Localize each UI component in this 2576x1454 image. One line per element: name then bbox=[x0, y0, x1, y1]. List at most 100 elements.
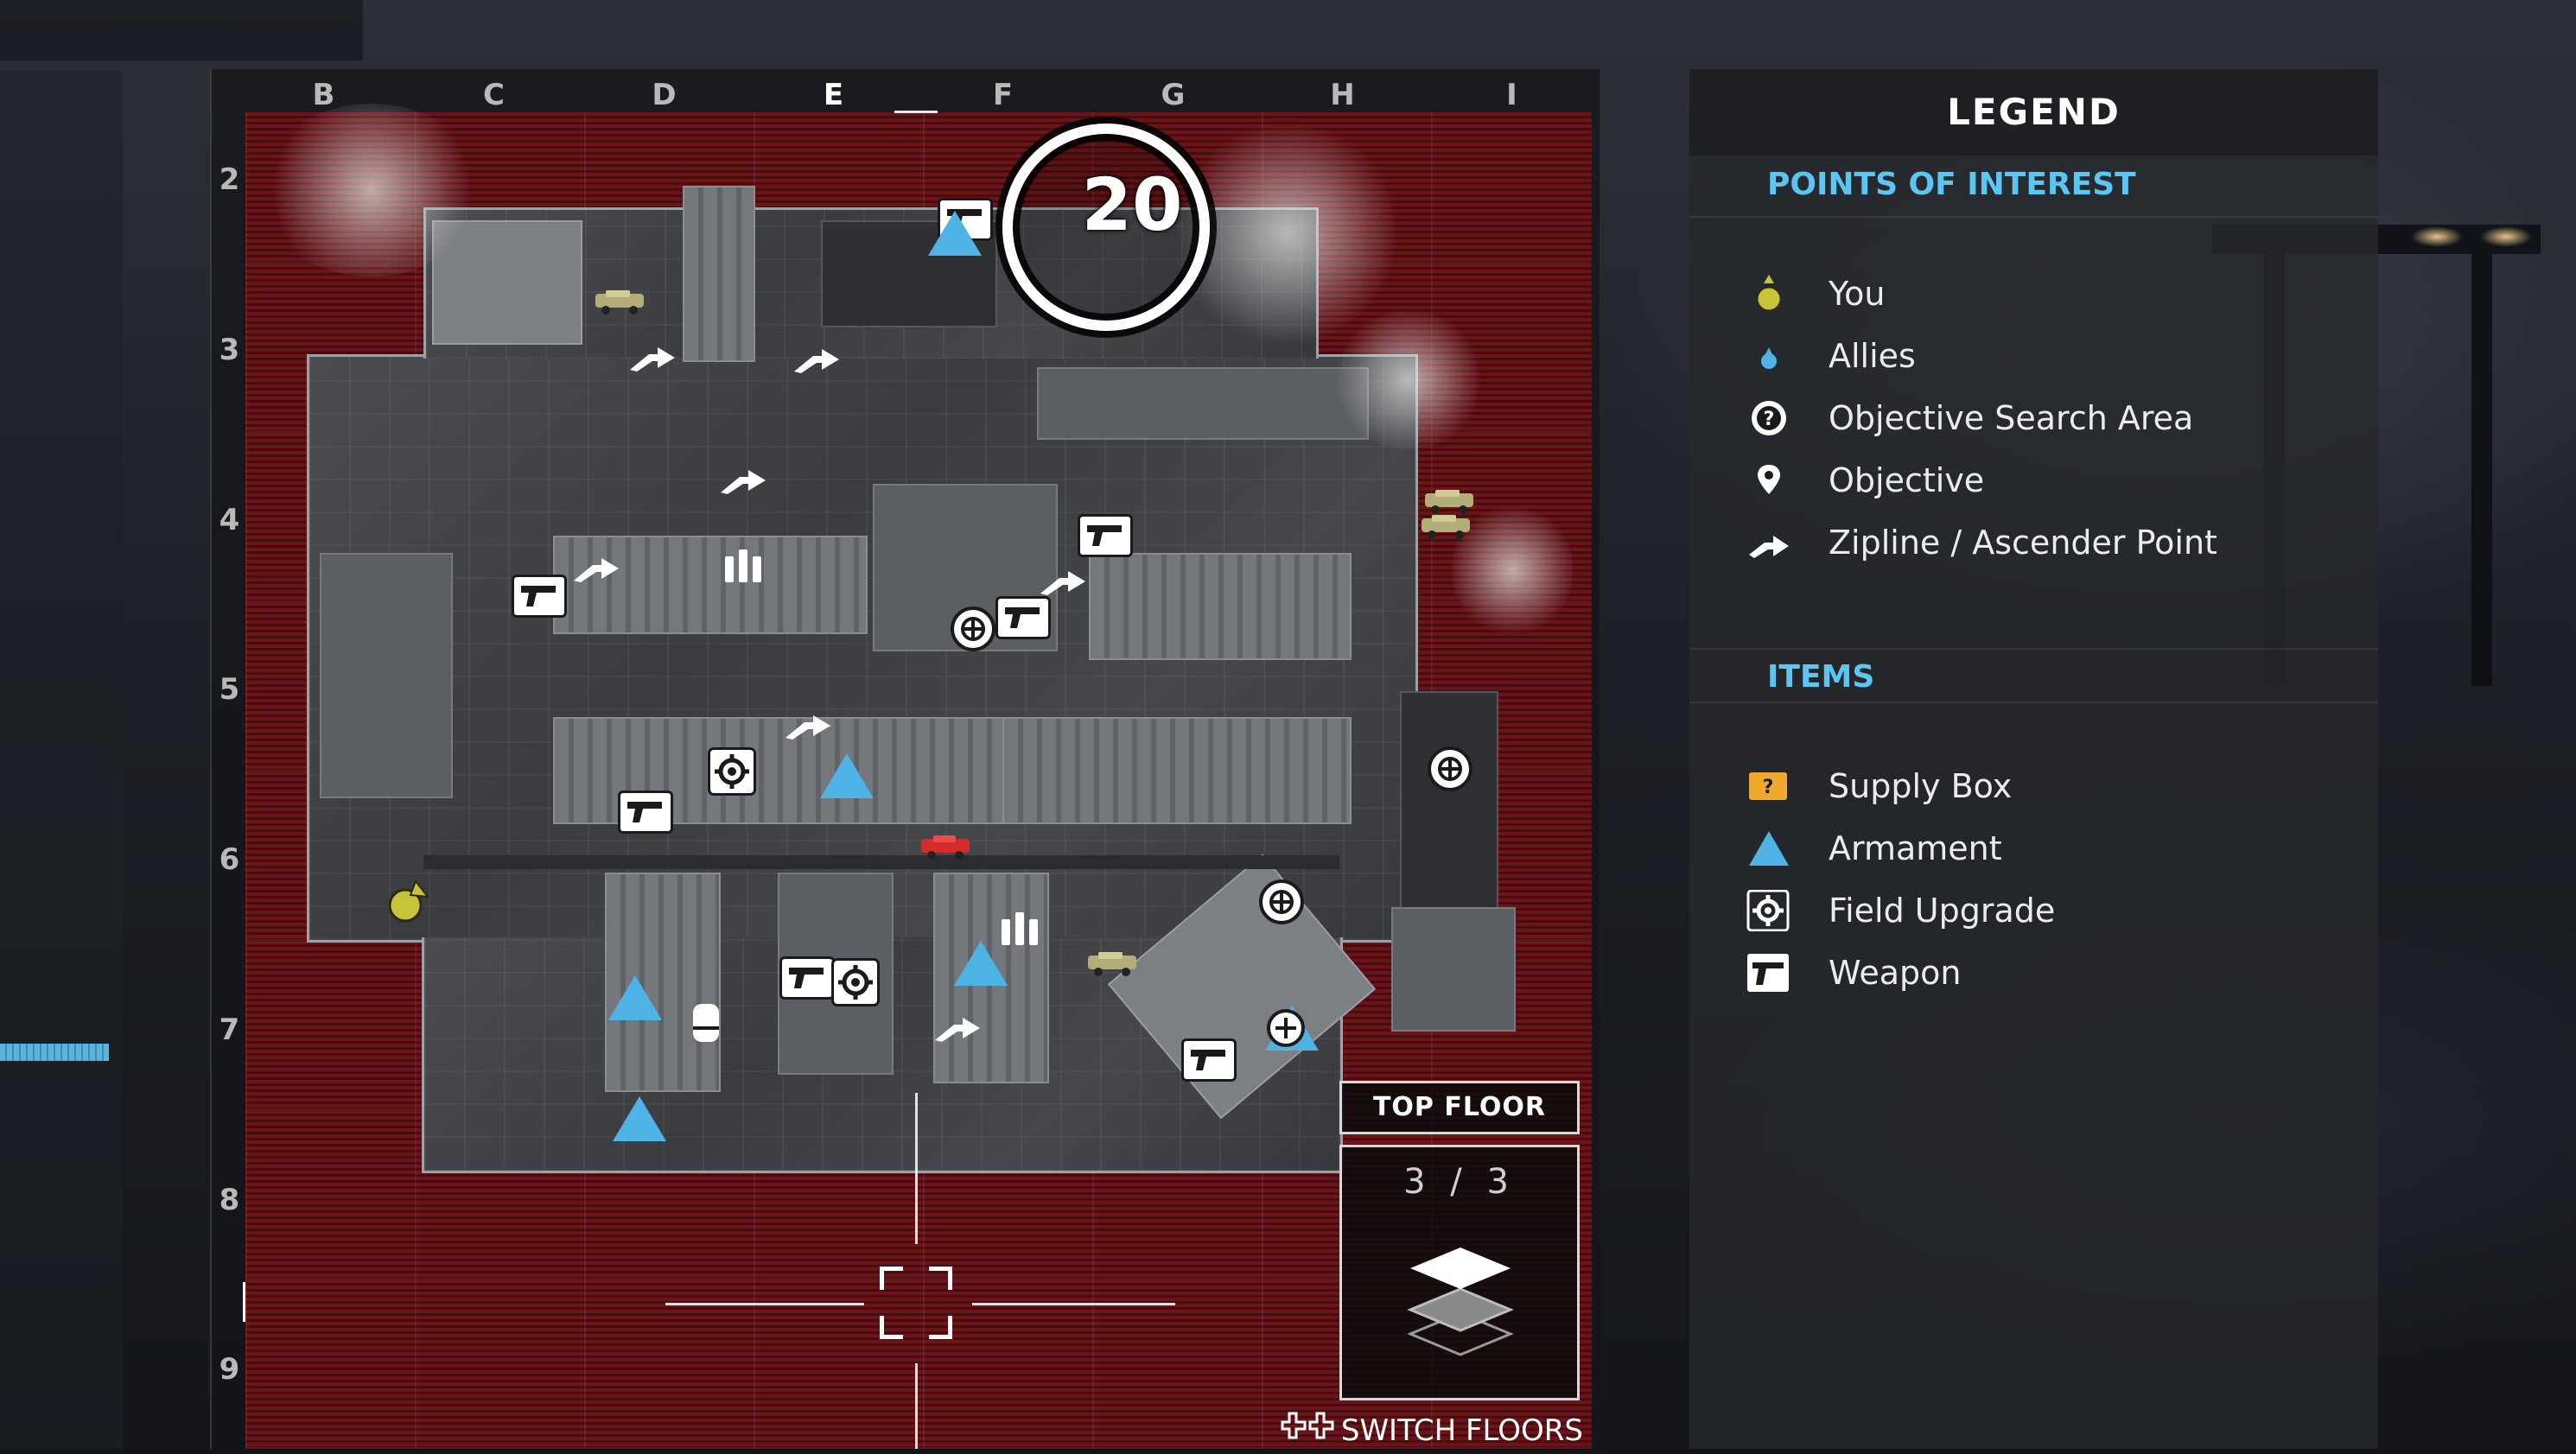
grid-row-label: 7 bbox=[219, 1013, 241, 1047]
map-building bbox=[1037, 367, 1369, 440]
objective-pin-icon bbox=[1746, 460, 1792, 501]
floor-layers-icon bbox=[1407, 1244, 1514, 1356]
objective-search-icon bbox=[949, 605, 997, 653]
legend-divider bbox=[1689, 216, 2378, 218]
zipline-icon bbox=[570, 553, 619, 600]
map-building bbox=[1002, 717, 1352, 824]
vehicle-icon bbox=[592, 287, 649, 316]
objective-search-icon: ? bbox=[1746, 397, 1792, 439]
legend-item-weapon: Weapon bbox=[1746, 947, 2350, 999]
weapon-icon bbox=[1184, 1041, 1234, 1079]
grid-column-label: D bbox=[652, 78, 677, 112]
map-building bbox=[683, 186, 755, 362]
floor-selector[interactable] bbox=[1339, 1145, 1580, 1400]
supply-box-icon: ? bbox=[1746, 765, 1792, 807]
field-upgrade-icon bbox=[1746, 889, 1792, 932]
armament-icon bbox=[1746, 828, 1792, 869]
ammo-icon bbox=[722, 543, 765, 584]
switch-floors-button[interactable]: SWITCH FLOORS bbox=[1269, 1410, 1583, 1448]
map-cursor-reticle[interactable] bbox=[880, 1267, 952, 1339]
red-vehicle-icon bbox=[918, 832, 975, 861]
map-building bbox=[1400, 691, 1498, 919]
armament-icon bbox=[605, 972, 665, 1024]
map-building bbox=[821, 220, 997, 327]
map-fog bbox=[259, 104, 484, 276]
crosshair-line bbox=[915, 1363, 918, 1449]
map-building bbox=[553, 536, 868, 634]
you-marker-icon bbox=[1746, 273, 1792, 314]
floor-count: 3 / 3 bbox=[1403, 1162, 1516, 1202]
legend-title: LEGEND bbox=[1689, 69, 2378, 156]
left-side-panel bbox=[0, 71, 123, 1449]
weapon-icon bbox=[998, 599, 1048, 637]
legend-item-allies: Allies bbox=[1746, 330, 2350, 382]
floor-title: TOP FLOOR bbox=[1339, 1081, 1580, 1134]
map-road bbox=[423, 855, 1339, 869]
weapon-icon bbox=[1746, 952, 1792, 994]
grid-row-label: 5 bbox=[219, 672, 241, 707]
vehicle-icon bbox=[1418, 511, 1475, 541]
legend-poi-heading: POINTS OF INTEREST bbox=[1767, 167, 2136, 202]
extraction-timer-value: 20 bbox=[1081, 162, 1183, 247]
grid-row-label: 6 bbox=[219, 842, 241, 877]
grid-column-label: G bbox=[1161, 78, 1186, 112]
grid-column-label: C bbox=[483, 78, 506, 112]
vehicle-icon bbox=[1422, 486, 1479, 516]
grid-row-label: 9 bbox=[219, 1352, 241, 1387]
legend-item-objective: Objective bbox=[1746, 454, 2350, 506]
vehicle-icon bbox=[1084, 949, 1142, 978]
legend-item-armament: Armament bbox=[1746, 822, 2350, 874]
legend-divider bbox=[1689, 648, 2378, 650]
grid-row-label: 2 bbox=[219, 162, 241, 197]
svg-text:?: ? bbox=[1763, 777, 1774, 798]
zipline-icon bbox=[782, 710, 830, 757]
legend-item-field-upgrade: Field Upgrade bbox=[1746, 885, 2350, 937]
map-edge-tick bbox=[243, 1282, 245, 1322]
svg-text:?: ? bbox=[1764, 409, 1775, 430]
objective-search-icon bbox=[1262, 1004, 1310, 1052]
zipline-icon bbox=[1037, 566, 1085, 613]
map-building bbox=[432, 220, 582, 345]
crosshair-line bbox=[915, 1093, 918, 1244]
grid-row-label: 3 bbox=[219, 333, 241, 367]
crosshair-line bbox=[665, 1303, 864, 1305]
zipline-icon bbox=[932, 1013, 980, 1059]
legend-item-supply-box: ? Supply Box bbox=[1746, 760, 2350, 812]
map-fog bbox=[1452, 501, 1573, 639]
map-building bbox=[605, 873, 721, 1092]
grid-row-label: 4 bbox=[219, 503, 241, 537]
zipline-icon bbox=[791, 344, 839, 390]
weapon-icon bbox=[782, 959, 832, 997]
armament-icon bbox=[925, 207, 985, 259]
armament-icon bbox=[951, 937, 1011, 989]
field-upgrade-icon bbox=[710, 750, 754, 793]
grid-column-label: B bbox=[312, 78, 336, 112]
legend-items-heading: ITEMS bbox=[1767, 659, 1875, 695]
legend-item-objective-search-area: ? Objective Search Area bbox=[1746, 392, 2350, 444]
grid-row-label: 8 bbox=[219, 1183, 241, 1217]
map-building bbox=[1089, 553, 1352, 660]
map-fog bbox=[1175, 121, 1400, 346]
field-upgrade-icon bbox=[834, 961, 877, 1004]
zipline-icon bbox=[1746, 522, 1792, 563]
ammo-icon bbox=[684, 1002, 728, 1044]
zipline-icon bbox=[717, 465, 766, 511]
legend-item-you: You bbox=[1746, 268, 2350, 320]
zipline-icon bbox=[627, 342, 675, 389]
legend-item-zipline: Zipline / Ascender Point bbox=[1746, 517, 2350, 568]
grid-column-label: F bbox=[992, 78, 1014, 112]
legend-panel bbox=[1689, 69, 2378, 1449]
legend-divider bbox=[1689, 702, 2378, 703]
armament-icon bbox=[609, 1093, 670, 1145]
left-progress-bar bbox=[0, 1044, 109, 1061]
grid-column-label: H bbox=[1330, 78, 1356, 112]
objective-search-icon bbox=[1426, 745, 1474, 793]
current-column-indicator bbox=[894, 111, 938, 113]
grid-column-label: I bbox=[1506, 78, 1518, 112]
weapon-icon bbox=[514, 577, 564, 615]
map-building bbox=[320, 553, 453, 798]
you-marker-icon bbox=[385, 874, 436, 926]
map-building bbox=[1391, 907, 1516, 1032]
map-fog bbox=[1331, 311, 1486, 449]
ally-marker-icon bbox=[1746, 335, 1792, 377]
